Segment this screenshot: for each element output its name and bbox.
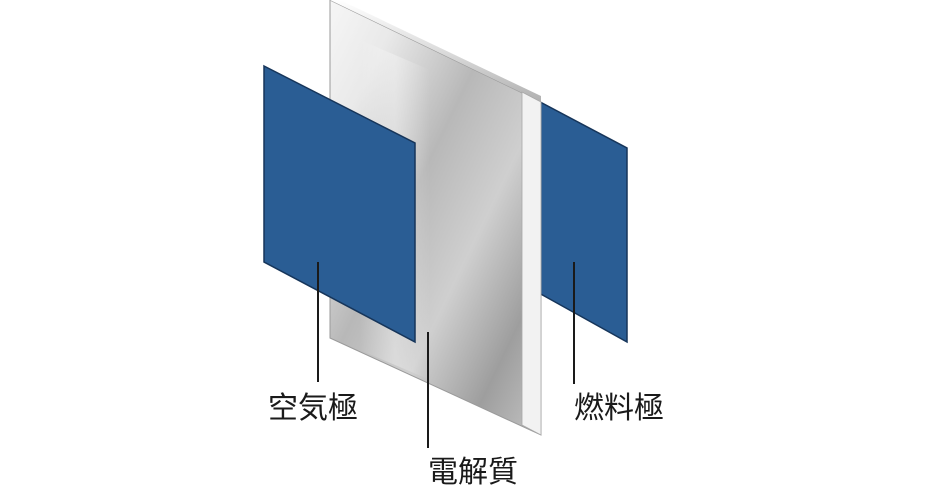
fuel-electrode-label: 燃料極	[574, 391, 664, 426]
electrolyte-label: 電解質	[428, 455, 518, 490]
air-electrode-label: 空気極	[268, 391, 358, 426]
air-electrode-plate	[263, 64, 416, 344]
